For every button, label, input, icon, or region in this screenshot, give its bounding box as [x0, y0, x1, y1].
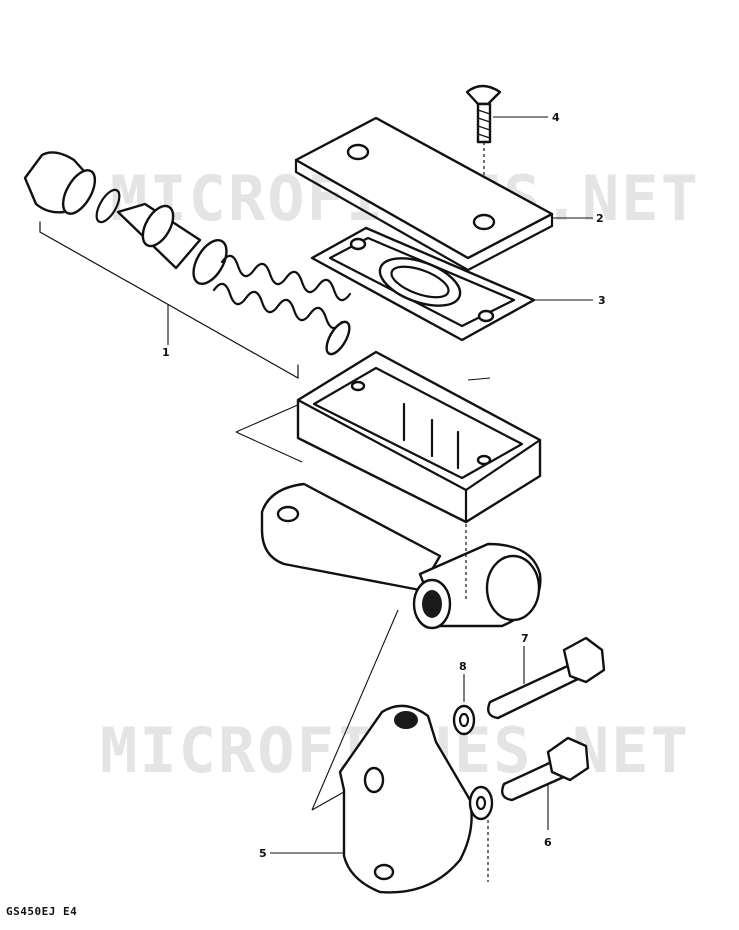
piston-kit-part	[23, 151, 352, 380]
clamp-part	[270, 704, 473, 894]
callout-4: 4	[552, 111, 560, 124]
bolt-lower-part	[501, 736, 590, 830]
callout-2: 2	[596, 212, 604, 225]
washer-upper-part	[452, 674, 476, 736]
diaphragm-part	[310, 226, 593, 342]
callout-1: 1	[162, 346, 170, 359]
diagram-caption: GS450EJ E4	[6, 905, 78, 918]
callout-3: 3	[598, 294, 606, 307]
washer-lower-part	[468, 785, 494, 882]
reservoir-cap-part	[294, 116, 593, 272]
cap-screw-part	[465, 84, 548, 232]
callout-5: 5	[259, 847, 267, 860]
callout-6: 6	[544, 836, 552, 849]
callout-7: 7	[521, 632, 529, 645]
bolt-upper-part	[487, 636, 606, 720]
callout-8: 8	[459, 660, 467, 673]
master-cylinder-body	[235, 350, 542, 811]
